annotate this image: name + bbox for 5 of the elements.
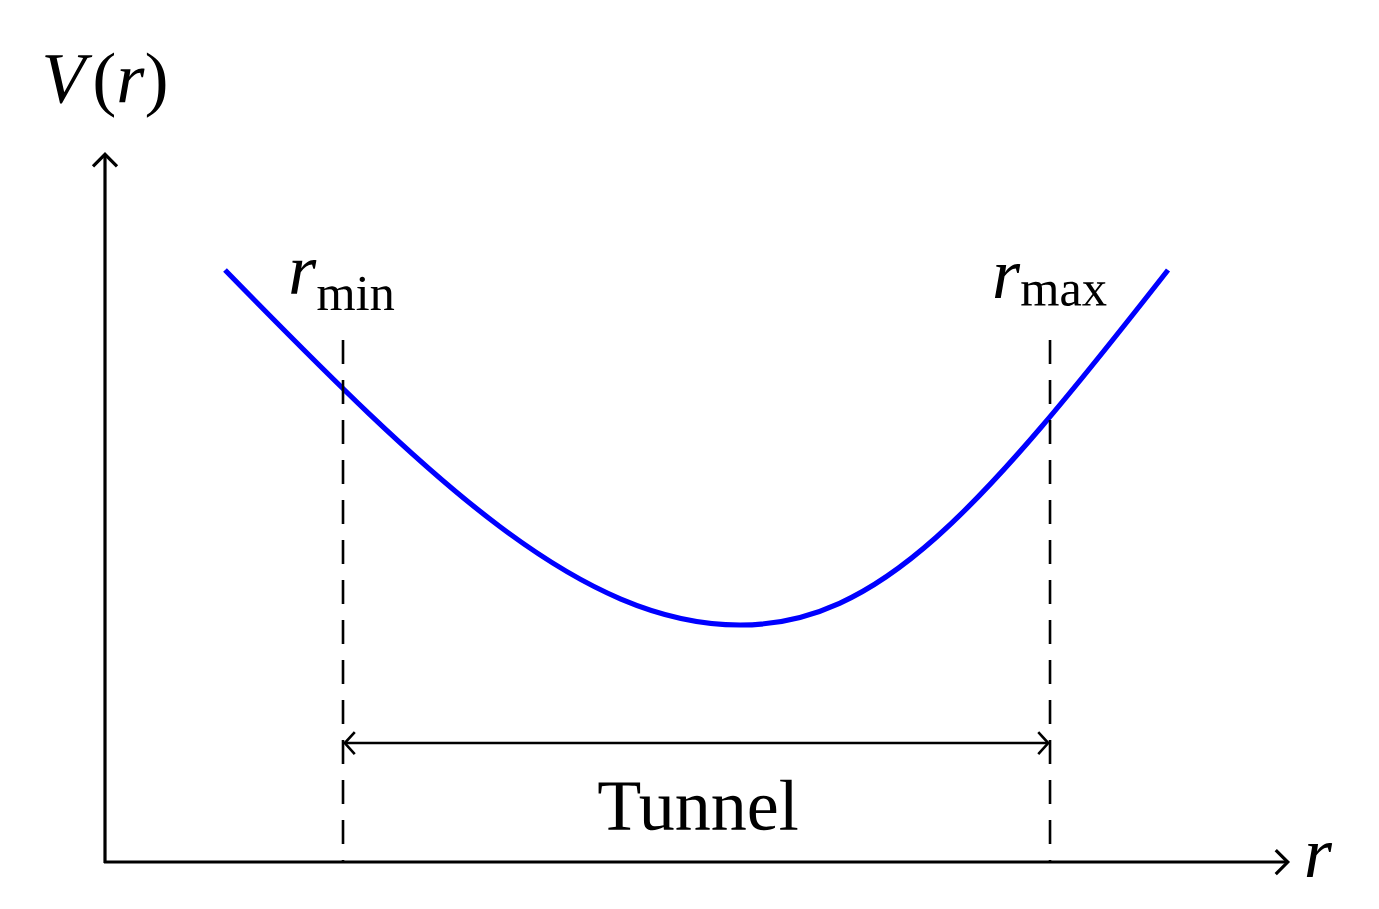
axis-label: V(r) <box>45 52 166 118</box>
axis-label: r <box>1306 843 1333 877</box>
dimension-label: Tunnel <box>598 779 798 831</box>
curve-label: r$_{min}$ <box>291 259 395 311</box>
curve-label: r$_{max}$ <box>994 264 1107 306</box>
